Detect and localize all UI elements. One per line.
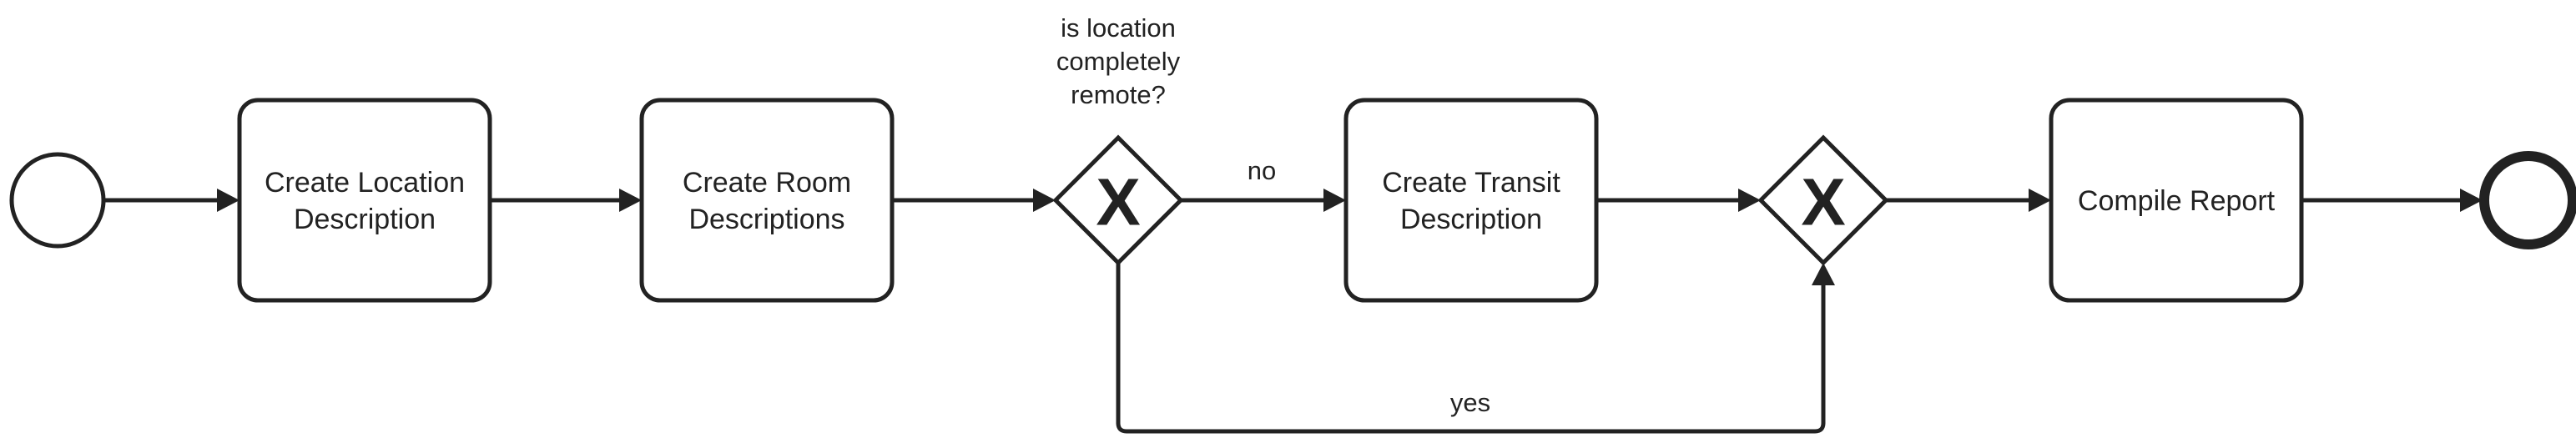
gateway-question-line: is location bbox=[1061, 13, 1176, 43]
svg-text:completely: completely bbox=[1056, 47, 1181, 76]
start-event[interactable] bbox=[9, 152, 106, 249]
task-label-line: Compile Report bbox=[2078, 185, 2276, 217]
svg-text:Descriptions: Descriptions bbox=[688, 204, 844, 235]
arrowhead bbox=[1738, 189, 1761, 212]
flow-label-yes: yes bbox=[1450, 388, 1490, 417]
task-compile-report[interactable]: Compile Report bbox=[2049, 98, 2304, 303]
svg-text:Create Room: Create Room bbox=[683, 167, 851, 199]
svg-text:Create Transit: Create Transit bbox=[1382, 167, 1560, 199]
arrowhead bbox=[1323, 189, 1346, 212]
gateway-question-line: completely bbox=[1056, 47, 1181, 76]
exclusive-x-icon: X bbox=[1096, 165, 1140, 239]
sequence-flow-yes bbox=[1116, 263, 1826, 434]
arrowhead bbox=[1033, 189, 1056, 212]
exclusive-gateway-split[interactable]: X bbox=[1052, 134, 1184, 266]
svg-text:Description: Description bbox=[294, 204, 436, 235]
svg-text:is location: is location bbox=[1061, 13, 1176, 43]
task-label-line: Create Location bbox=[265, 167, 465, 199]
task-label-line: Create Room bbox=[683, 167, 851, 199]
svg-text:Description: Description bbox=[1400, 204, 1542, 235]
arrowhead bbox=[619, 189, 642, 212]
task-create-room-descriptions[interactable]: Create Room Descriptions bbox=[639, 98, 895, 303]
task-create-transit-description[interactable]: Create Transit Description bbox=[1343, 98, 1599, 303]
svg-text:remote?: remote? bbox=[1071, 80, 1166, 109]
gateway-question-line: remote? bbox=[1071, 80, 1166, 109]
svg-text:Compile Report: Compile Report bbox=[2078, 185, 2276, 217]
exclusive-x-icon: X bbox=[1801, 165, 1845, 239]
task-label-line: Descriptions bbox=[688, 204, 844, 235]
svg-text:Create Location: Create Location bbox=[265, 167, 465, 199]
arrowhead bbox=[217, 189, 239, 212]
task-label-line: Create Transit bbox=[1382, 167, 1560, 199]
end-event[interactable] bbox=[2479, 151, 2576, 249]
arrowhead bbox=[2460, 189, 2483, 212]
exclusive-gateway-merge[interactable]: X bbox=[1757, 134, 1889, 266]
task-create-location-description[interactable]: Create Location Description bbox=[237, 98, 492, 303]
flow-label-no: no bbox=[1248, 156, 1276, 185]
task-label-line: Description bbox=[294, 204, 436, 235]
arrowhead bbox=[2029, 189, 2051, 212]
task-label-line: Description bbox=[1400, 204, 1542, 235]
arrowhead bbox=[1812, 263, 1835, 285]
